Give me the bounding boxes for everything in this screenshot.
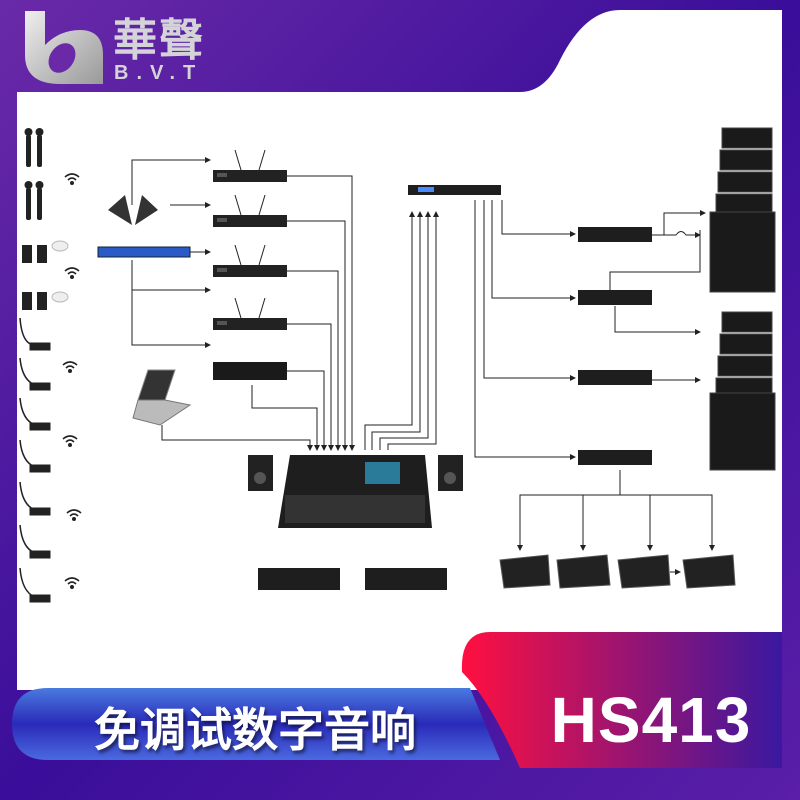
signal-cables [131,157,715,575]
diagram-panel [17,10,782,690]
wifi-icon [64,577,80,590]
wifi-icon [66,509,82,522]
wireless-receivers [213,149,287,330]
slogan-banner [12,688,500,760]
audio-processor [213,362,287,380]
brand-name-cn: 華聲 [113,15,205,66]
handheld-microphones [24,128,44,220]
floor-monitors [499,554,736,589]
antenna-distributor [97,195,191,258]
bodypack-transmitters [22,240,69,310]
rack-unit [365,568,447,590]
brand-name-en: B.V.T [114,62,204,84]
power-amplifiers [578,227,652,465]
line-array-speakers [709,127,776,471]
wifi-icon [62,361,78,374]
speaker-processor [408,185,501,195]
model-number: HS413 [550,684,752,756]
wifi-icon [62,435,78,448]
wifi-icon [64,173,80,186]
slogan-text: 免调试数字音响 [94,703,416,757]
model-banner [461,632,782,768]
laptop [132,369,192,426]
logo-mark [25,11,103,84]
digital-mixer [278,455,432,528]
rack-unit [258,568,340,590]
conference-microphones [19,317,51,603]
wifi-icon [64,267,80,280]
